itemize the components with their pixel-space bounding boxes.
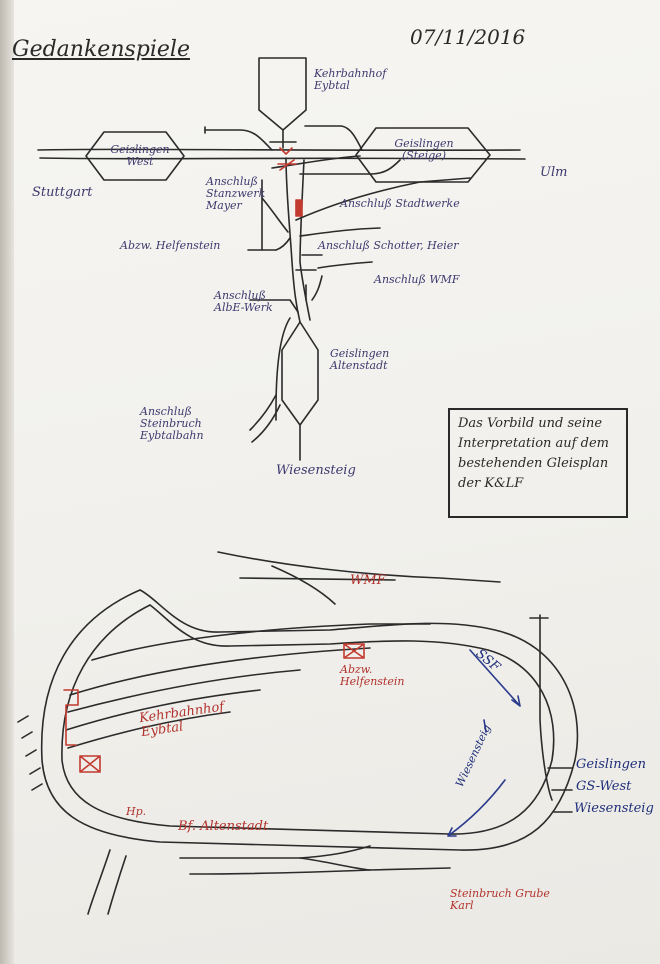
label-anschluss-stanzwerk: Anschluß Stanzwerk Mayer — [206, 175, 266, 213]
altenstadt-bypass — [275, 317, 291, 421]
left-buffer-ticks — [17, 715, 43, 791]
label-anschluss-albewerk: Anschluß AlbE-Werk — [214, 289, 273, 315]
label-dest-geislingen: Geislingen — [576, 757, 646, 772]
ssf-arrow — [469, 649, 521, 707]
lower-left-branch-1 — [87, 849, 111, 915]
label-geislingen-steige: Geislingen (Steige) — [394, 137, 454, 163]
main-line-lower — [39, 157, 526, 160]
wmf-siding-2 — [239, 577, 396, 581]
label-anschluss-wmf: Anschluß WMF — [374, 273, 460, 286]
label-haltepunkt: Hp. — [126, 805, 147, 818]
label-abzw-helfenstein: Abzw. Helfenstein — [120, 239, 221, 252]
label-geislingen-altenstadt: Geislingen Altenstadt — [330, 347, 390, 373]
station-steige-hexagon — [355, 127, 491, 183]
label-ulm: Ulm — [540, 165, 568, 180]
wmf-siding-1 — [217, 551, 501, 583]
page-title: Gedankenspiele — [12, 37, 190, 62]
branch-second — [299, 159, 311, 321]
label-wiesensteig-top: Wiesensteig — [276, 463, 356, 478]
kehrbahnhof-siding-5 — [67, 711, 231, 749]
siding-schotter-stubs — [295, 254, 323, 301]
main-line-upper — [37, 148, 521, 152]
label-kehrbahnhof-eybtal: Kehrbahnhof Eybtal — [314, 67, 387, 93]
kehrbahnhof-siding-3 — [67, 669, 301, 713]
label-steinbruch-grube: Steinbruch Grube Karl — [450, 887, 550, 913]
connector-lower — [271, 155, 361, 169]
red-kehrbahnhof-outline — [63, 689, 79, 746]
label-stuttgart: Stuttgart — [32, 185, 93, 200]
red-signal-top — [279, 147, 293, 155]
label-anschluss-schotter: Anschluß Schotter, Heier — [318, 239, 459, 252]
wiesensteig-arrow — [447, 779, 506, 837]
label-anschluss-steinbruch: Anschluß Steinbruch Eybtalbahn — [140, 405, 204, 443]
kehrbahnhof-siding-4 — [65, 689, 261, 731]
red-box-marker-left — [79, 755, 101, 773]
station-altenstadt-shape — [281, 321, 319, 426]
layout-inner-loop — [61, 604, 555, 835]
bottom-siding-2 — [189, 867, 451, 875]
label-wmf-layout: WMF — [350, 573, 386, 588]
siding-wmf-track — [317, 261, 373, 269]
station-west-hexagon — [85, 131, 185, 181]
siding-steinbruch-1 — [249, 394, 277, 431]
note-text: Das Vorbild und seine Interpretation auf… — [458, 416, 609, 492]
wmf-switch — [271, 565, 336, 605]
siding-west-upper — [204, 129, 273, 151]
label-dest-wiesensteig: Wiesensteig — [574, 801, 654, 816]
red-marker-block — [295, 199, 303, 217]
lower-left-branch-2 — [107, 855, 127, 915]
label-abzw-helfenstein-layout: Abzw. Helfenstein — [340, 663, 405, 689]
label-bf-altenstadt: Bf. Altenstadt — [178, 819, 269, 834]
label-dest-gswest: GS-West — [576, 779, 632, 794]
kehrbahnhof-siding-1 — [91, 623, 431, 661]
siding-east-upper — [304, 125, 363, 151]
label-geislingen-west: Geislingen West — [110, 143, 170, 169]
red-signal-cross — [277, 159, 297, 171]
label-anschluss-stadtwerke: Anschluß Stadtwerke — [340, 197, 460, 210]
siding-schotter-track — [299, 227, 381, 237]
kehrbahnhof-shape — [258, 57, 307, 131]
destination-tracks — [547, 767, 573, 813]
siding-stanzwerk-switch — [261, 197, 289, 233]
siding-albewerk-track — [249, 299, 299, 313]
bottom-siding-1 — [179, 845, 371, 859]
layout-outer-loop — [40, 589, 579, 851]
siding-east-lower — [299, 159, 401, 175]
red-box-marker-right — [343, 643, 365, 659]
kehrbahnhof-siding-2 — [69, 647, 371, 696]
siding-steinbruch-2 — [251, 404, 281, 443]
siding-stadtwerke-track — [295, 177, 471, 221]
right-branch-track — [539, 614, 553, 801]
branch-main — [285, 157, 301, 323]
note-box: Das Vorbild und seine Interpretation auf… — [448, 408, 628, 518]
sketch-date: 07/11/2016 — [410, 25, 526, 49]
